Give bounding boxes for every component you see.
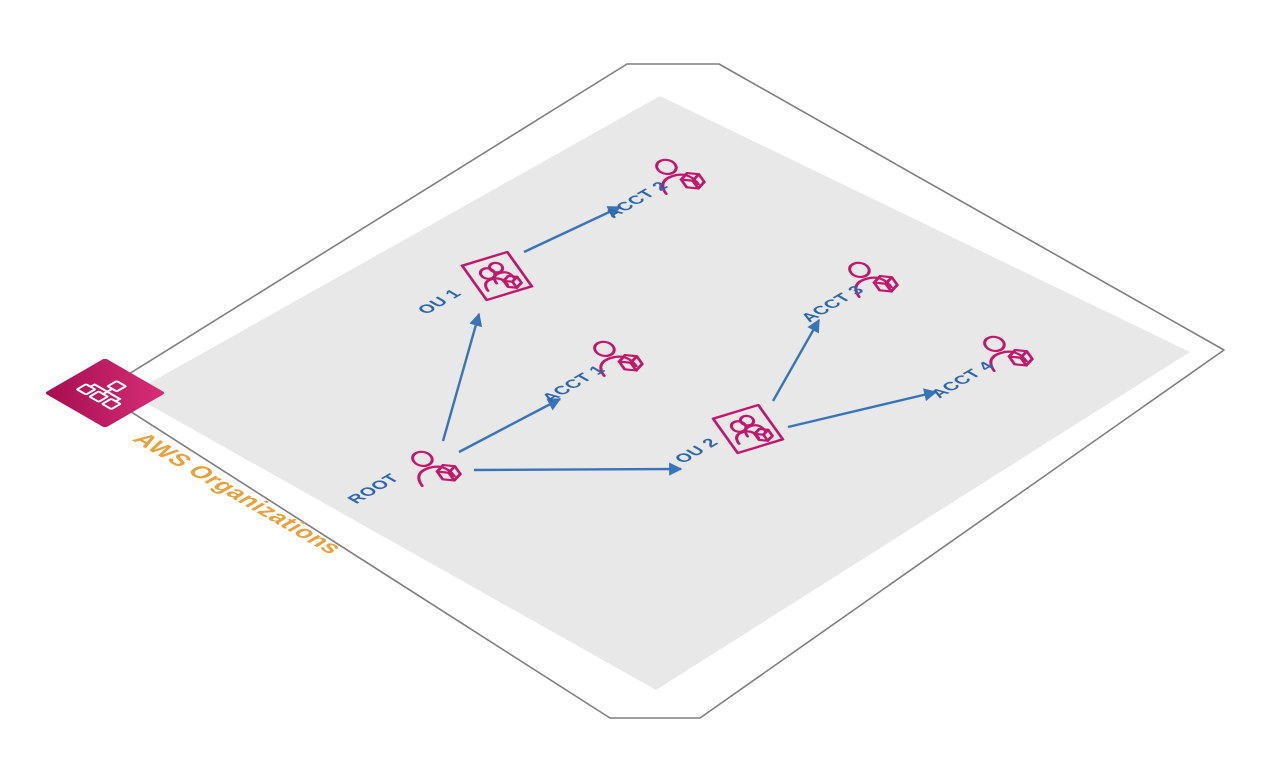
org-chart-glyph: [62, 368, 149, 418]
plane-surface: [130, 96, 1190, 690]
edge-ou2-acct3: [771, 318, 821, 402]
edge-root-acct1: [458, 397, 562, 454]
edge-root-ou2: [473, 462, 683, 476]
edge-ou2-acct4: [787, 388, 938, 429]
edge-ou1-acct2: [523, 205, 622, 254]
edge-root-ou1: [441, 312, 483, 442]
